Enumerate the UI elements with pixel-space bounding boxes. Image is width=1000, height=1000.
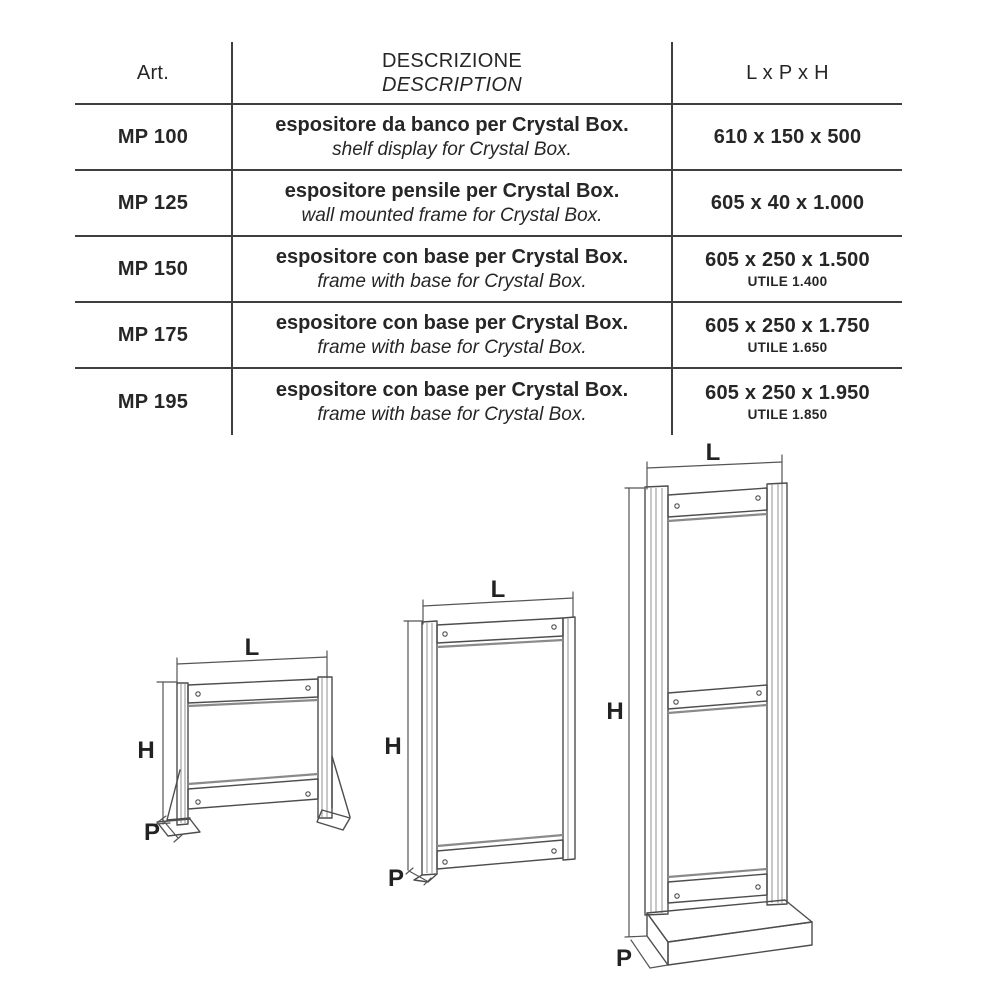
table-row-mp150: MP 150 espositore con base per Crystal B… xyxy=(75,237,902,303)
header-description-cell: DESCRIZIONE DESCRIPTION xyxy=(231,42,673,103)
dimension-height: H xyxy=(384,620,423,871)
description-cell: espositore con base per Crystal Box. fra… xyxy=(231,369,673,435)
dimensions-value: 605 x 250 x 1.950 xyxy=(705,381,870,404)
art-code: MP 100 xyxy=(117,126,189,148)
art-cell: MP 150 xyxy=(75,237,231,301)
description-it: espositore con base per Crystal Box. xyxy=(275,311,629,334)
art-code: MP 125 xyxy=(117,192,189,214)
description-it: espositore con base per Crystal Box. xyxy=(275,245,629,268)
description-en: frame with base for Crystal Box. xyxy=(317,403,587,425)
dimension-length: L xyxy=(646,439,783,490)
header-dimensions-label: L x P x H xyxy=(746,61,829,84)
spec-table: Art. DESCRIZIONE DESCRIPTION L x P x H M… xyxy=(75,42,902,435)
height-dim-label: H xyxy=(137,737,154,764)
length-dim-label: L xyxy=(491,576,506,603)
base-plinth xyxy=(646,899,813,966)
description-it: espositore da banco per Crystal Box. xyxy=(275,113,629,136)
header-description-en: DESCRIPTION xyxy=(382,73,522,96)
description-it: espositore pensile per Crystal Box. xyxy=(284,179,620,202)
description-en: frame with base for Crystal Box. xyxy=(317,336,587,358)
dimensions-cell: 605 x 250 x 1.500 UTILE 1.400 xyxy=(673,237,902,301)
header-description-it: DESCRIZIONE xyxy=(382,49,522,72)
header-dimensions-cell: L x P x H xyxy=(673,42,902,103)
dimensions-cell: 605 x 40 x 1.000 xyxy=(673,171,902,235)
description-it: espositore con base per Crystal Box. xyxy=(275,378,629,401)
drawing-floor-stand: L H xyxy=(606,439,813,972)
art-code: MP 195 xyxy=(117,391,189,413)
dimension-length: L xyxy=(176,634,328,686)
dimensions-value: 605 x 250 x 1.750 xyxy=(705,314,870,337)
dimensions-value: 610 x 150 x 500 xyxy=(713,126,862,148)
dimensions-value: 605 x 40 x 1.000 xyxy=(710,192,865,214)
utile-label: UTILE 1.400 xyxy=(747,273,828,289)
description-cell: espositore con base per Crystal Box. fra… xyxy=(231,303,673,367)
dimension-depth: P xyxy=(616,939,669,972)
height-dim-label: H xyxy=(384,733,401,760)
table-header-row: Art. DESCRIZIONE DESCRIPTION L x P x H xyxy=(75,42,902,105)
art-code: MP 150 xyxy=(117,258,189,280)
art-cell: MP 125 xyxy=(75,171,231,235)
description-cell: espositore con base per Crystal Box. fra… xyxy=(231,237,673,301)
description-en: shelf display for Crystal Box. xyxy=(332,138,572,160)
dimension-length: L xyxy=(422,576,574,625)
frame xyxy=(156,676,351,837)
table-row-mp125: MP 125 espositore pensile per Crystal Bo… xyxy=(75,171,902,237)
dimensions-cell: 605 x 250 x 1.950 UTILE 1.850 xyxy=(673,369,902,435)
table-row-mp195: MP 195 espositore con base per Crystal B… xyxy=(75,369,902,435)
depth-dim-label: P xyxy=(144,819,160,846)
length-dim-label: L xyxy=(706,439,721,466)
dimension-height: H xyxy=(606,487,648,938)
height-dim-label: H xyxy=(606,698,623,725)
depth-dim-label: P xyxy=(616,945,632,972)
description-cell: espositore da banco per Crystal Box. she… xyxy=(231,105,673,169)
art-cell: MP 100 xyxy=(75,105,231,169)
dimensions-cell: 605 x 250 x 1.750 UTILE 1.650 xyxy=(673,303,902,367)
dimension-depth: P xyxy=(144,815,183,846)
utile-label: UTILE 1.650 xyxy=(747,339,828,355)
dimension-depth: P xyxy=(388,865,432,892)
utile-label: UTILE 1.850 xyxy=(747,406,828,422)
description-en: frame with base for Crystal Box. xyxy=(317,270,587,292)
dimensions-value: 605 x 250 x 1.500 xyxy=(705,248,870,271)
drawing-wall-frame: L H P xyxy=(384,576,576,892)
header-art-label: Art. xyxy=(136,61,170,84)
art-cell: MP 195 xyxy=(75,369,231,435)
frame xyxy=(413,616,576,883)
description-cell: espositore pensile per Crystal Box. wall… xyxy=(231,171,673,235)
length-dim-label: L xyxy=(245,634,260,661)
frame xyxy=(644,482,788,916)
art-cell: MP 175 xyxy=(75,303,231,367)
art-code: MP 175 xyxy=(117,324,189,346)
description-en: wall mounted frame for Crystal Box. xyxy=(301,204,603,226)
table-row-mp100: MP 100 espositore da banco per Crystal B… xyxy=(75,105,902,171)
drawing-bench-display: L H P xyxy=(137,634,351,846)
dimension-height: H xyxy=(137,681,178,825)
header-art-cell: Art. xyxy=(75,42,231,103)
depth-dim-label: P xyxy=(388,865,404,892)
dimensions-cell: 610 x 150 x 500 xyxy=(673,105,902,169)
table-row-mp175: MP 175 espositore con base per Crystal B… xyxy=(75,303,902,369)
